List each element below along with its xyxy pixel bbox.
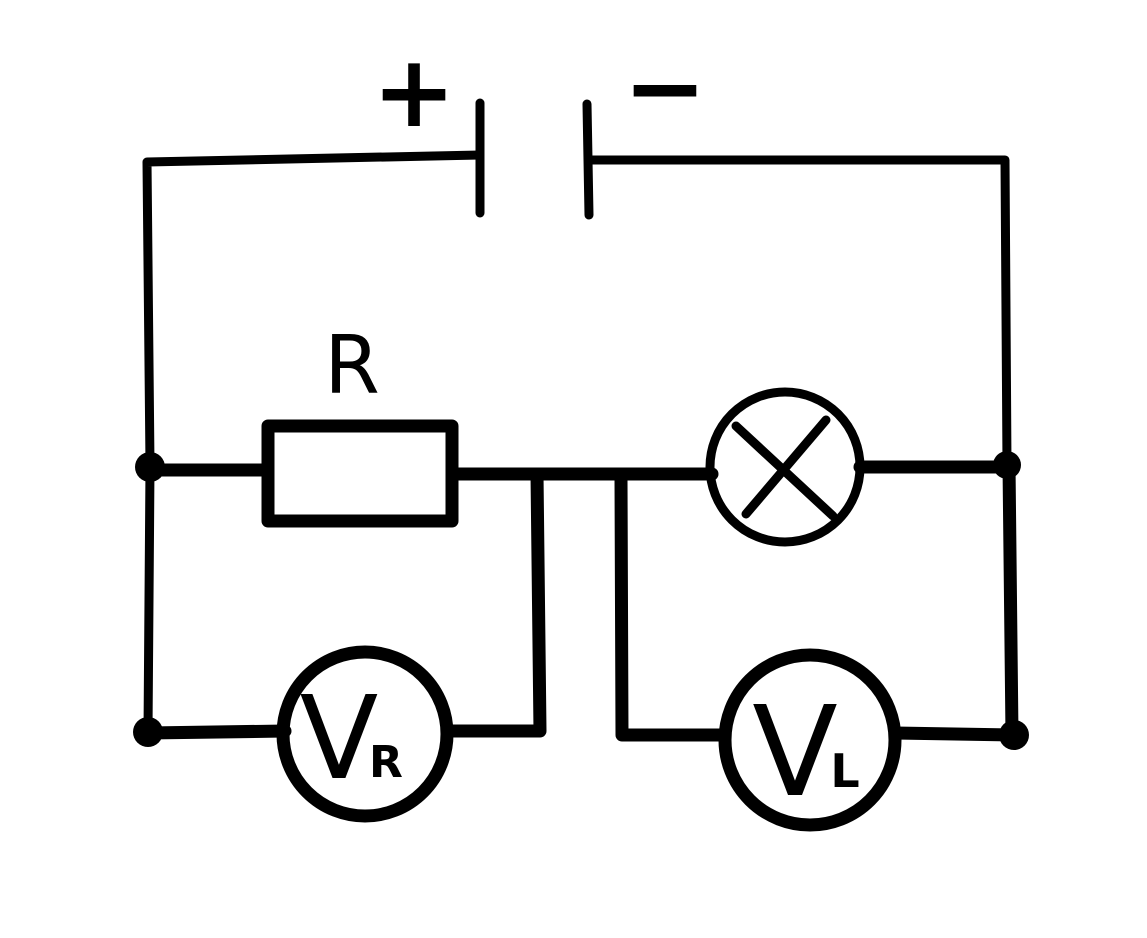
- battery-positive-label: +: [372, 33, 456, 150]
- resistor: R: [261, 319, 459, 528]
- lamp-cross: [731, 415, 838, 521]
- wire-top-right: [584, 155, 1012, 470]
- wire-vl-to-right: [888, 726, 1021, 742]
- resistor-label: R: [324, 319, 380, 412]
- wire-middle-to-vl: [614, 471, 727, 742]
- wire-left-to-vr: [141, 724, 292, 740]
- voltmeter-r-circle: [276, 645, 454, 823]
- wire-top-left: [142, 150, 485, 470]
- resistor-body: [261, 419, 459, 528]
- wire-vr-to-middle: [440, 467, 547, 738]
- voltmeter-r-sub-label: R: [369, 737, 403, 788]
- voltmeter-r-main-label: V: [300, 672, 379, 806]
- wire-right-vertical: [1002, 458, 1019, 742]
- voltmeter-l-sub-label: L: [830, 744, 859, 798]
- voltmeter-l-main-label: V: [752, 680, 838, 825]
- battery-negative-label: −: [623, 29, 707, 146]
- voltmeter-r: V R: [276, 645, 454, 823]
- voltmeter-l: V L: [718, 648, 902, 832]
- battery: + −: [372, 29, 707, 220]
- voltmeter-l-circle: [718, 648, 902, 832]
- wire-left-vertical: [143, 462, 155, 737]
- lamp: [705, 387, 865, 547]
